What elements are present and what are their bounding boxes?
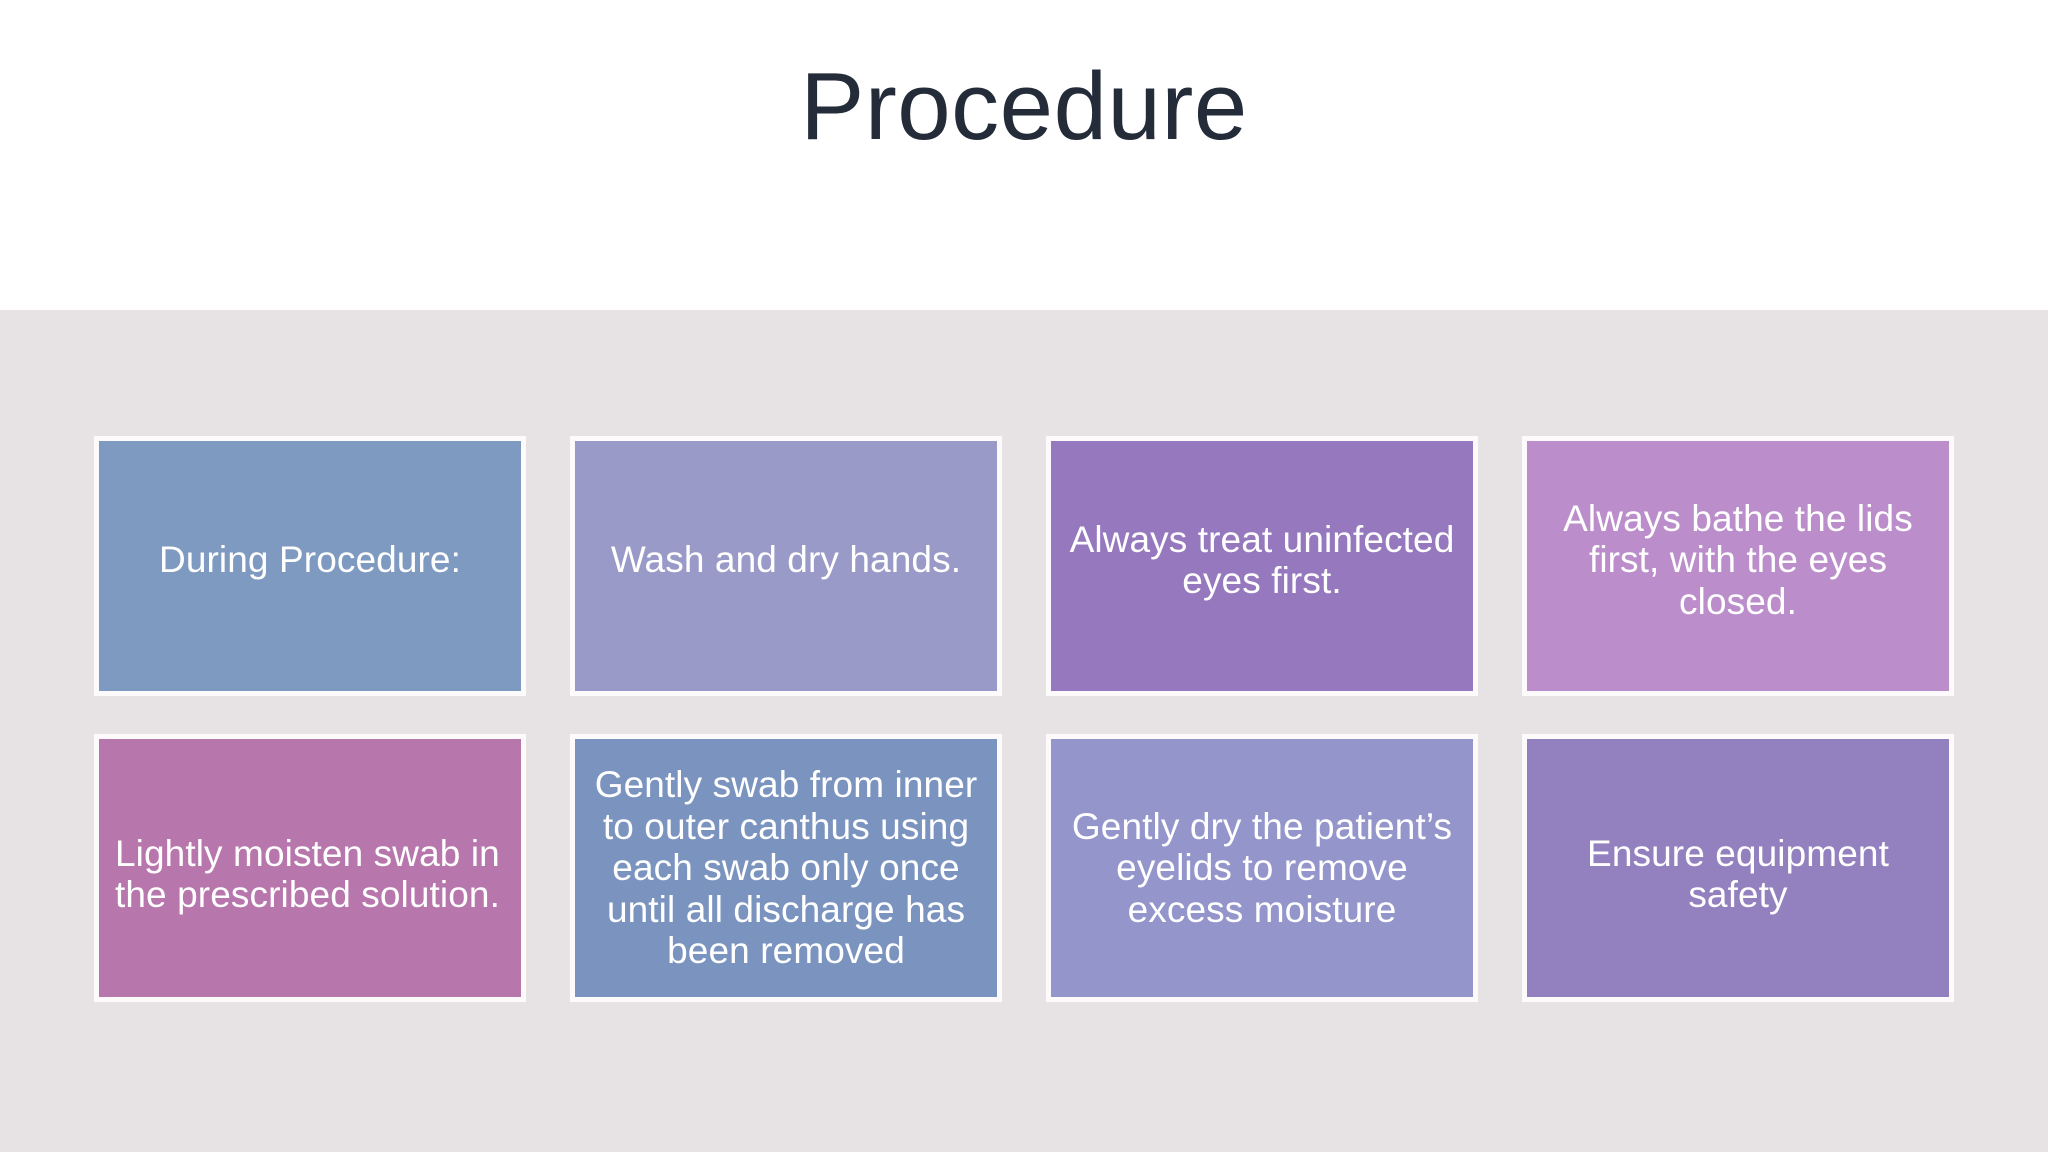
process-card-bathe-lids-first[interactable]: Always bathe the lids first, with the ey…: [1522, 436, 1954, 696]
process-card-label: Wash and dry hands.: [610, 539, 962, 581]
slide-header: Procedure: [0, 0, 2048, 310]
process-card-label: Lightly moisten swab in the prescribed s…: [115, 832, 500, 915]
process-card-label: Always treat uninfected eyes first.: [1069, 518, 1455, 601]
process-card-label: During Procedure:: [159, 539, 461, 581]
process-card-grid: During Procedure: Wash and dry hands. Al…: [94, 436, 1954, 1002]
process-card-during-procedure[interactable]: During Procedure:: [94, 436, 526, 696]
process-card-label: Ensure equipment safety: [1587, 832, 1889, 915]
process-card-moisten-swab[interactable]: Lightly moisten swab in the prescribed s…: [94, 734, 526, 1002]
process-card-wash-and-dry-hands[interactable]: Wash and dry hands.: [570, 436, 1002, 696]
process-card-label: Always bathe the lids first, with the ey…: [1563, 497, 1913, 622]
process-card-dry-eyelids[interactable]: Gently dry the patient’s eyelids to remo…: [1046, 734, 1478, 1002]
process-card-swab-inner-to-outer-canthus[interactable]: Gently swab from inner to outer canthus …: [570, 734, 1002, 1002]
process-card-ensure-equipment-safety[interactable]: Ensure equipment safety: [1522, 734, 1954, 1002]
process-card-label: Gently swab from inner to outer canthus …: [594, 764, 978, 972]
slide-body: During Procedure: Wash and dry hands. Al…: [0, 310, 2048, 1152]
page-title: Procedure: [800, 53, 1248, 160]
process-card-label: Gently dry the patient’s eyelids to remo…: [1071, 805, 1453, 930]
process-card-treat-uninfected-eyes-first[interactable]: Always treat uninfected eyes first.: [1046, 436, 1478, 696]
